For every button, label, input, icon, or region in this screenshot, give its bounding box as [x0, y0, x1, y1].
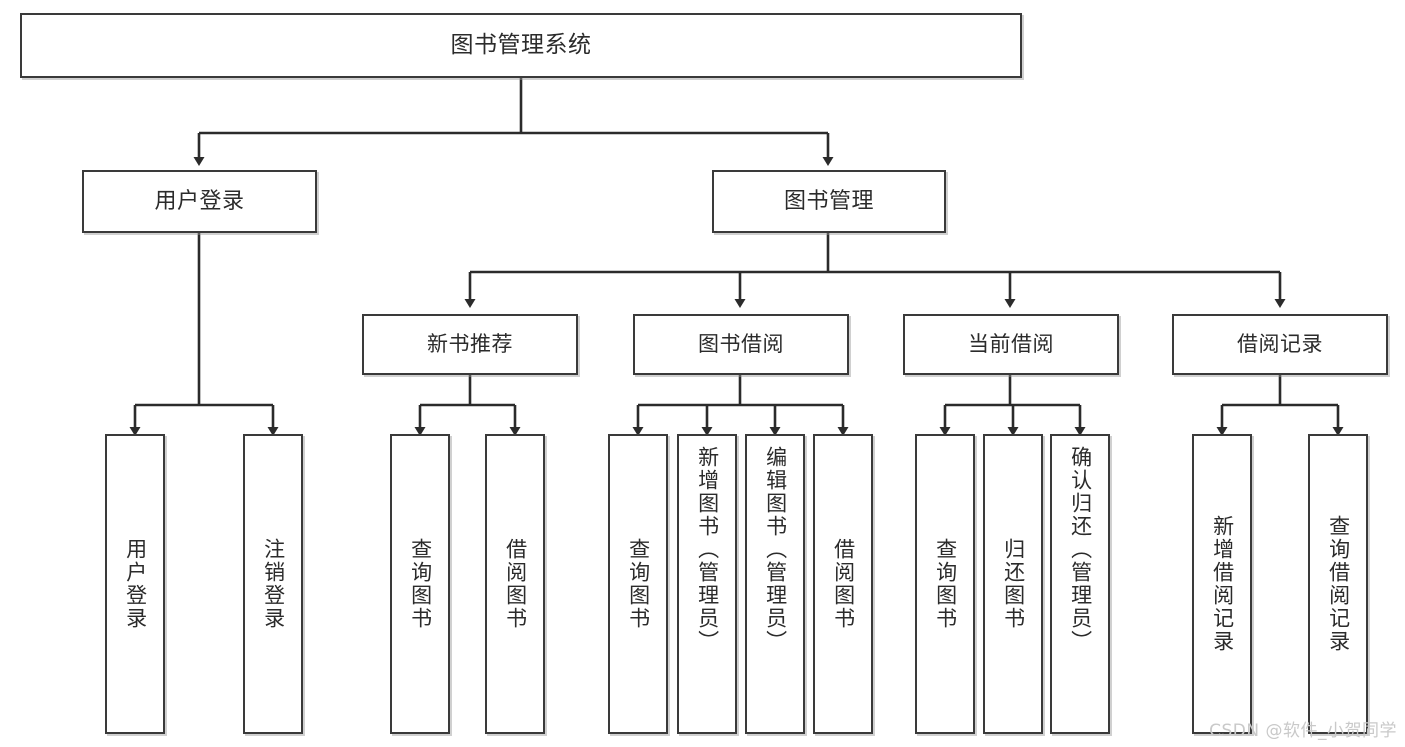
- node-new-book-recommend[interactable]: 新书推荐: [362, 314, 578, 375]
- leaf-query-record-label: 查询借阅记录: [1326, 515, 1351, 653]
- node-book-borrow[interactable]: 图书借阅: [633, 314, 849, 375]
- node-user-login[interactable]: 用户登录: [82, 170, 317, 233]
- leaf-query-book-1[interactable]: 查询图书: [390, 434, 450, 734]
- leaf-query-book-2-label: 查询图书: [626, 538, 651, 630]
- node-book-management[interactable]: 图书管理: [712, 170, 946, 233]
- node-book-borrow-label: 图书借阅: [698, 332, 784, 357]
- leaf-borrow-book-2[interactable]: 借阅图书: [813, 434, 873, 734]
- node-borrow-record-label: 借阅记录: [1237, 332, 1323, 357]
- leaf-return-book[interactable]: 归还图书: [983, 434, 1043, 734]
- leaf-confirm-return[interactable]: 确认归还（管理员）: [1050, 434, 1110, 734]
- leaf-query-book-3-label: 查询图书: [933, 538, 958, 630]
- leaf-add-book-label: 新增图书（管理员）: [695, 446, 720, 653]
- leaf-query-book-3[interactable]: 查询图书: [915, 434, 975, 734]
- node-current-borrow-label: 当前借阅: [968, 332, 1054, 357]
- leaf-confirm-return-label: 确认归还（管理员）: [1068, 446, 1093, 653]
- node-root[interactable]: 图书管理系统: [20, 13, 1022, 78]
- leaf-query-book-2[interactable]: 查询图书: [608, 434, 668, 734]
- leaf-add-record-label: 新增借阅记录: [1210, 515, 1235, 653]
- leaf-borrow-book-1-label: 借阅图书: [503, 538, 528, 630]
- watermark-text: CSDN @软件_小贺同学: [1209, 721, 1397, 741]
- leaf-add-book[interactable]: 新增图书（管理员）: [677, 434, 737, 734]
- node-borrow-record[interactable]: 借阅记录: [1172, 314, 1388, 375]
- leaf-edit-book[interactable]: 编辑图书（管理员）: [745, 434, 805, 734]
- leaf-user-login[interactable]: 用户登录: [105, 434, 165, 734]
- leaf-borrow-book-1[interactable]: 借阅图书: [485, 434, 545, 734]
- node-current-borrow[interactable]: 当前借阅: [903, 314, 1119, 375]
- leaf-logout[interactable]: 注销登录: [243, 434, 303, 734]
- node-root-label: 图书管理系统: [450, 31, 592, 58]
- leaf-query-record[interactable]: 查询借阅记录: [1308, 434, 1368, 734]
- leaf-add-record[interactable]: 新增借阅记录: [1192, 434, 1252, 734]
- leaf-query-book-1-label: 查询图书: [408, 538, 433, 630]
- node-user-login-label: 用户登录: [154, 188, 245, 214]
- leaf-logout-label: 注销登录: [261, 538, 286, 630]
- node-new-book-recommend-label: 新书推荐: [427, 332, 513, 357]
- node-book-management-label: 图书管理: [783, 188, 874, 214]
- leaf-borrow-book-2-label: 借阅图书: [831, 538, 856, 630]
- leaf-return-book-label: 归还图书: [1001, 538, 1026, 630]
- leaf-user-login-label: 用户登录: [123, 538, 148, 630]
- leaf-edit-book-label: 编辑图书（管理员）: [763, 446, 788, 653]
